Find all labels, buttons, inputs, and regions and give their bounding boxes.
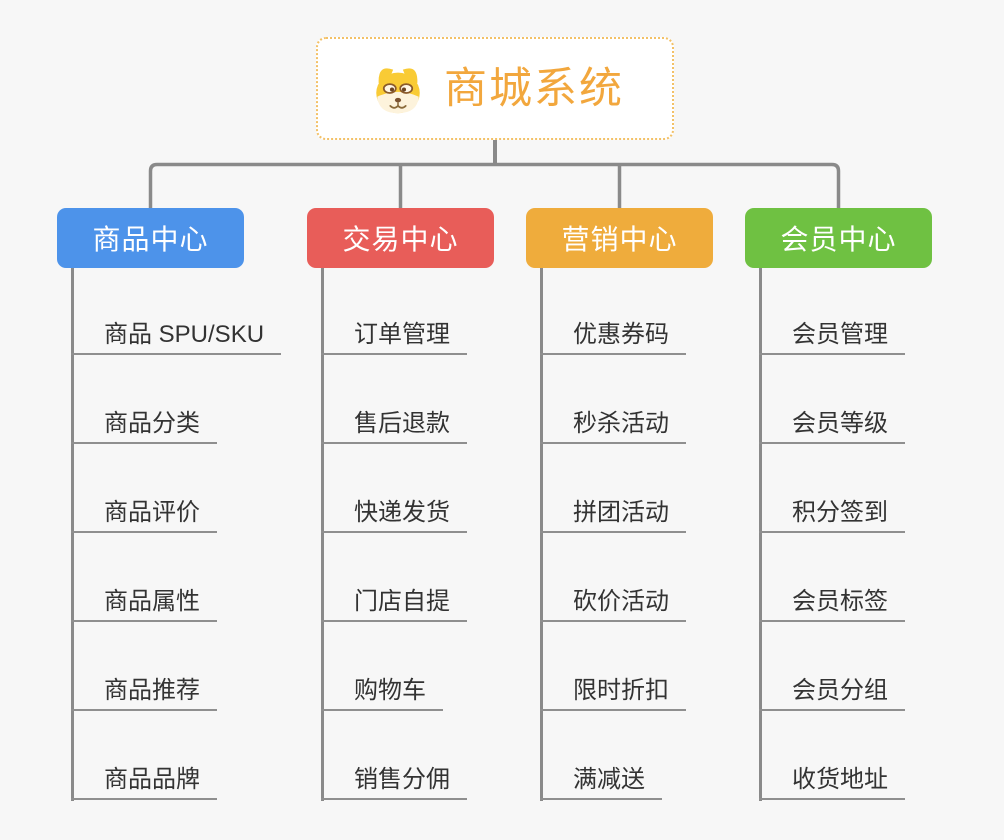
leaf-node[interactable]: 购物车 bbox=[321, 663, 443, 711]
branch-trunk-line bbox=[540, 268, 543, 801]
leaf-node[interactable]: 限时折扣 bbox=[540, 663, 686, 711]
branch-trunk-line bbox=[321, 268, 324, 801]
leaf-node[interactable]: 门店自提 bbox=[321, 574, 467, 622]
dog-face-icon bbox=[376, 67, 420, 113]
root-node-title: 商城系统 bbox=[444, 65, 624, 113]
leaf-node[interactable]: 商品品牌 bbox=[71, 752, 217, 800]
leaf-node[interactable]: 商品 SPU/SKU bbox=[71, 307, 282, 355]
leaf-node[interactable]: 优惠券码 bbox=[540, 307, 686, 355]
leaf-node[interactable]: 砍价活动 bbox=[540, 574, 686, 622]
leaf-node[interactable]: 商品属性 bbox=[71, 574, 217, 622]
leaf-node[interactable]: 订单管理 bbox=[321, 307, 467, 355]
leaf-node[interactable]: 会员标签 bbox=[759, 574, 905, 622]
leaf-node[interactable]: 拼团活动 bbox=[540, 485, 686, 533]
leaf-node[interactable]: 收货地址 bbox=[759, 752, 905, 800]
branch-node-product-center[interactable]: 商品中心 bbox=[57, 208, 244, 268]
root-connector-lines bbox=[148, 139, 841, 212]
leaf-node[interactable]: 会员等级 bbox=[759, 396, 905, 444]
leaf-node[interactable]: 会员分组 bbox=[759, 663, 905, 711]
leaf-node[interactable]: 积分签到 bbox=[759, 485, 905, 533]
root-node[interactable]: 商城系统 bbox=[316, 37, 674, 140]
leaf-node[interactable]: 商品分类 bbox=[71, 396, 217, 444]
branch-node-trade-center[interactable]: 交易中心 bbox=[307, 208, 494, 268]
leaf-node[interactable]: 会员管理 bbox=[759, 307, 905, 355]
leaf-node[interactable]: 快递发货 bbox=[321, 485, 467, 533]
branch-trunk-line bbox=[71, 268, 74, 801]
branch-trunk-line bbox=[759, 268, 762, 801]
branch-node-marketing-center[interactable]: 营销中心 bbox=[526, 208, 713, 268]
leaf-node[interactable]: 商品推荐 bbox=[71, 663, 217, 711]
leaf-node[interactable]: 商品评价 bbox=[71, 485, 217, 533]
leaf-node[interactable]: 秒杀活动 bbox=[540, 396, 686, 444]
leaf-node[interactable]: 销售分佣 bbox=[321, 752, 467, 800]
branch-node-member-center[interactable]: 会员中心 bbox=[745, 208, 932, 268]
leaf-node[interactable]: 售后退款 bbox=[321, 396, 467, 444]
leaf-node[interactable]: 满减送 bbox=[540, 752, 662, 800]
